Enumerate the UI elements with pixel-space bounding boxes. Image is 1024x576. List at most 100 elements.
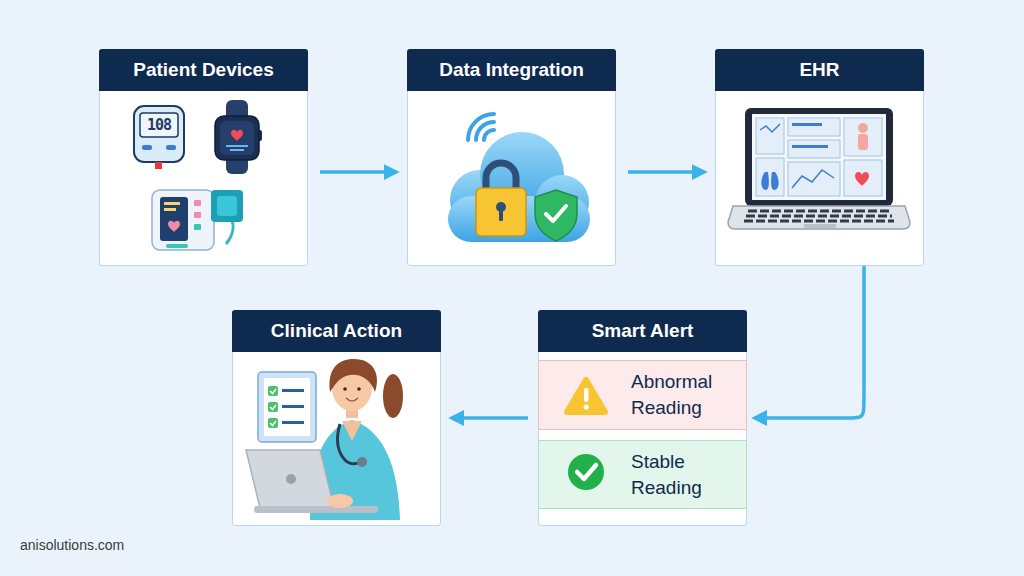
status-band: Stable Reading bbox=[538, 440, 747, 509]
nurse-figure-part bbox=[357, 387, 361, 391]
checklist-clipboard-part bbox=[268, 386, 278, 396]
flow-arrow bbox=[756, 266, 864, 418]
card-heading: EHR bbox=[715, 49, 924, 91]
check-icon-part bbox=[577, 465, 596, 479]
ehr-laptop-part bbox=[745, 108, 893, 206]
blood-pressure-monitor-part bbox=[164, 208, 176, 211]
checklist-clipboard-part bbox=[268, 418, 278, 428]
nurse-figure-part bbox=[342, 421, 362, 441]
website-label: anisolutions.com bbox=[20, 536, 260, 554]
ehr-laptop-part bbox=[756, 158, 784, 196]
nurse-figure-part bbox=[346, 402, 358, 418]
ehr-laptop-part bbox=[855, 172, 869, 186]
nurse-figure-part bbox=[343, 387, 347, 391]
blood-pressure-monitor-part bbox=[164, 202, 180, 205]
glucose-meter-part bbox=[166, 145, 176, 150]
ehr-laptop-part bbox=[792, 145, 828, 148]
ehr-laptop-part bbox=[792, 123, 822, 126]
ehr-laptop-part bbox=[748, 210, 890, 213]
ehr-laptop-part bbox=[760, 124, 780, 132]
blood-pressure-monitor-part bbox=[160, 197, 188, 241]
warning-icon-part bbox=[567, 380, 605, 412]
blood-pressure-monitor-part bbox=[194, 200, 201, 206]
secure-cloud bbox=[448, 114, 590, 242]
nurse-figure-part bbox=[357, 457, 367, 467]
nurse-figure bbox=[246, 359, 403, 520]
flow-arrow bbox=[628, 170, 703, 174]
warning-icon bbox=[567, 380, 605, 412]
secure-cloud-part bbox=[546, 206, 566, 221]
ehr-laptop-part bbox=[761, 172, 778, 190]
ehr-laptop-part bbox=[752, 114, 886, 200]
ehr-laptop-part bbox=[858, 134, 868, 150]
checklist-clipboard-part bbox=[264, 378, 310, 436]
flow-arrow bbox=[453, 416, 528, 420]
secure-cloud-part bbox=[450, 170, 510, 230]
secure-cloud-part bbox=[535, 190, 577, 241]
check-icon bbox=[568, 454, 604, 490]
nurse-figure-part bbox=[329, 359, 377, 392]
nurse-figure-part bbox=[246, 450, 334, 508]
smartwatch-part bbox=[257, 130, 262, 141]
status-band: Abnormal Reading bbox=[538, 360, 747, 430]
nurse-figure-part bbox=[286, 474, 296, 484]
smartwatch bbox=[215, 100, 262, 174]
checklist-clipboard bbox=[258, 372, 316, 442]
nurse-figure-part bbox=[383, 374, 403, 418]
smartwatch-part bbox=[231, 130, 243, 141]
checklist-clipboard-part bbox=[270, 389, 276, 426]
blood-pressure-monitor-part bbox=[168, 221, 180, 232]
step-card: Clinical Action bbox=[232, 310, 441, 526]
ehr-laptop-part bbox=[844, 160, 882, 196]
nurse-figure-part bbox=[310, 420, 400, 520]
smartwatch-part bbox=[220, 121, 254, 155]
blood-pressure-monitor-part bbox=[194, 224, 201, 230]
secure-cloud-part bbox=[496, 202, 506, 212]
blood-pressure-monitor-part bbox=[194, 212, 201, 218]
blood-pressure-monitor bbox=[152, 190, 243, 250]
blood-pressure-monitor-part bbox=[212, 206, 233, 244]
secure-cloud-part bbox=[468, 114, 494, 140]
blood-pressure-monitor-part bbox=[152, 190, 214, 250]
check-icon-part bbox=[568, 454, 604, 490]
glucose-meter-part bbox=[142, 145, 152, 150]
secure-cloud-part bbox=[486, 163, 516, 192]
ehr-laptop-part bbox=[728, 206, 910, 229]
glucose-meter-part bbox=[134, 106, 184, 162]
blood-pressure-monitor-part bbox=[166, 244, 188, 248]
checklist-clipboard-part bbox=[282, 405, 304, 408]
nurse-figure-part bbox=[332, 365, 372, 411]
ehr-laptop-part bbox=[804, 224, 836, 228]
card-heading: Patient Devices bbox=[99, 49, 308, 91]
smartwatch-part bbox=[226, 100, 248, 174]
nurse-figure-part bbox=[338, 424, 360, 464]
status-text: Stable Reading bbox=[631, 441, 735, 508]
secure-cloud-part bbox=[535, 175, 589, 229]
secure-cloud-part bbox=[476, 188, 526, 236]
checklist-clipboard-part bbox=[258, 372, 316, 442]
status-text: Abnormal Reading bbox=[631, 361, 735, 429]
checklist-clipboard-part bbox=[282, 389, 304, 392]
step-card: EHR bbox=[715, 49, 924, 266]
step-card: Data Integration bbox=[407, 49, 616, 266]
secure-cloud-part bbox=[484, 130, 494, 140]
nurse-figure-part bbox=[346, 398, 358, 401]
ehr-laptop-part bbox=[788, 140, 840, 158]
flow-arrow bbox=[320, 170, 395, 174]
glucose-meter bbox=[134, 106, 184, 169]
smartwatch-part bbox=[230, 149, 244, 151]
secure-cloud-part bbox=[476, 122, 494, 140]
warning-icon-part bbox=[584, 388, 589, 402]
nurse-figure-part bbox=[327, 494, 353, 508]
glucose-meter-part bbox=[140, 113, 178, 137]
glucose-meter-part bbox=[155, 162, 162, 169]
ehr-laptop-part bbox=[746, 215, 892, 218]
secure-cloud-part bbox=[480, 132, 564, 216]
card-heading: Smart Alert bbox=[538, 310, 747, 352]
glucose-reading: 108 bbox=[140, 114, 178, 136]
ehr-laptop-part bbox=[844, 118, 882, 156]
checklist-clipboard-part bbox=[282, 421, 304, 424]
